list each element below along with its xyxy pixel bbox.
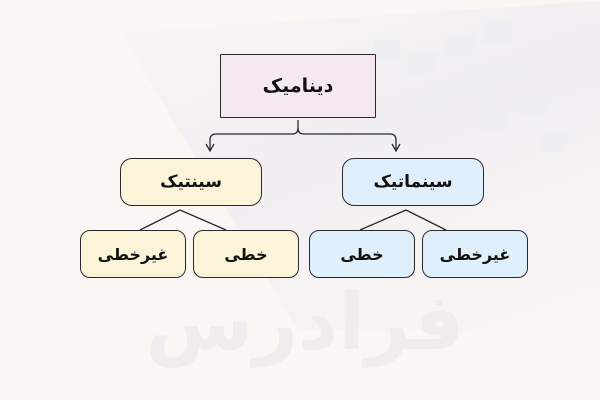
branch-node-label: سینتیک bbox=[160, 172, 222, 192]
leaf-node-kinetics-linear: خطی bbox=[193, 230, 299, 278]
leaf-node-label: غیرخطی bbox=[97, 244, 169, 264]
leaf-node-kinetics-nonlinear: غیرخطی bbox=[80, 230, 186, 278]
leaf-node-kinematics-nonlinear: غیرخطی bbox=[422, 230, 528, 278]
leaf-node-label: خطی bbox=[224, 244, 268, 264]
leaf-node-label: خطی bbox=[340, 244, 384, 264]
branch-node-kinematics: سینماتیک bbox=[342, 158, 484, 206]
branch-node-kinetics: سینتیک bbox=[120, 158, 262, 206]
branch-node-label: سینماتیک bbox=[373, 172, 453, 192]
root-node-dynamics: دینامیک bbox=[220, 54, 376, 118]
root-node-label: دینامیک bbox=[262, 75, 334, 97]
leaf-node-label: غیرخطی bbox=[439, 244, 511, 264]
watermark-logo: فرادرس bbox=[145, 278, 465, 368]
leaf-node-kinematics-linear: خطی bbox=[309, 230, 415, 278]
